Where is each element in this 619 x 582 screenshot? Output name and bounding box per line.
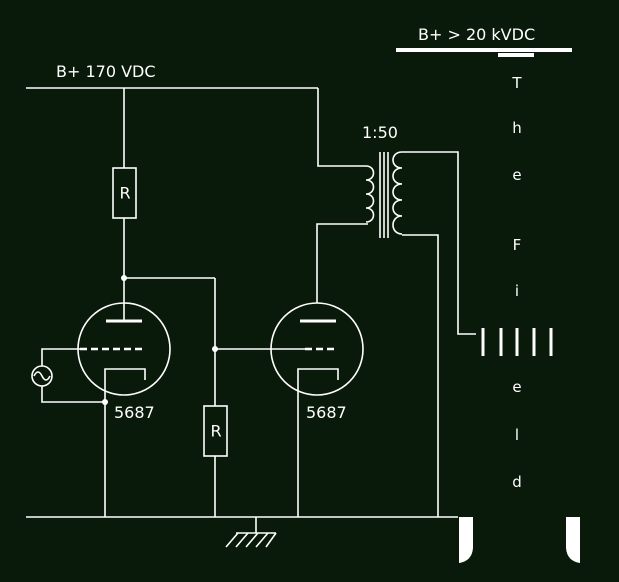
ground-symbol-icon (225, 517, 277, 548)
plate-load-resistor-label: R (119, 184, 130, 203)
secondary-output-wire (402, 151, 476, 335)
field-letter: e (512, 378, 521, 396)
field-letter: T (511, 74, 522, 92)
junction-dot (121, 275, 127, 281)
transformer-core (379, 152, 389, 238)
field-electrode-plates (481, 328, 553, 356)
signal-source-wires (41, 348, 105, 403)
plate-load-resistor (112, 88, 137, 320)
secondary-return-wire (402, 234, 439, 517)
transformer-primary-coil (365, 165, 375, 223)
field-letter: h (512, 119, 522, 137)
right-cup-electrode-icon (566, 517, 580, 563)
field-letter: l (515, 426, 519, 444)
left-tube-label: 5687 (114, 403, 155, 422)
transformer-secondary-coil (392, 151, 403, 235)
ac-source-icon (31, 365, 53, 387)
field-letter: e (512, 166, 521, 184)
grid-leak-resistor-label: R (210, 422, 221, 441)
transformer-ratio-label: 1:50 (362, 123, 398, 142)
right-plate-wire (316, 223, 368, 303)
left-cup-electrode-icon (459, 517, 473, 563)
the-field-caption: T h e F i e l d (511, 74, 522, 491)
right-tube-label: 5687 (306, 403, 347, 422)
field-letter: i (515, 282, 519, 300)
b-plus-20kv-label: B+ > 20 kVDC (418, 25, 535, 44)
interstage-wire (124, 277, 305, 406)
b-plus-20kv-rail (396, 48, 572, 57)
b-plus-170-label: B+ 170 VDC (56, 62, 156, 81)
grid-leak-resistor (203, 405, 228, 517)
field-letter: d (512, 473, 522, 491)
field-letter: F (513, 236, 522, 254)
junction-dot (212, 346, 218, 352)
transformer-primary-wire (317, 88, 366, 167)
